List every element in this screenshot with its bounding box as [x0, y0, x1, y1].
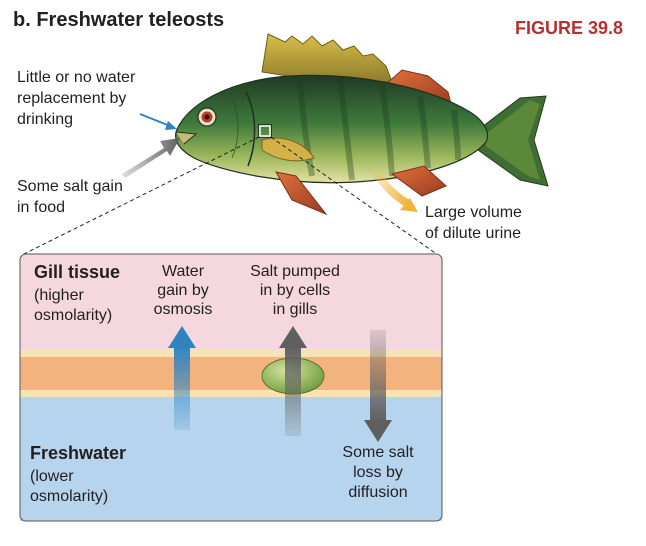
salt-pumped-arrow — [279, 326, 307, 436]
zoom-lines — [21, 136, 439, 256]
urine-label: Large volume of dilute urine — [425, 204, 522, 242]
figure-title: b. Freshwater teleosts — [13, 9, 225, 31]
water-gain-label: Water gain by osmosis — [153, 263, 213, 318]
water-gain-arrow — [168, 326, 196, 430]
pelvic-fin — [275, 171, 328, 216]
drinking-label: Little or no water replacement by drinki… — [17, 69, 136, 128]
fish-body — [175, 74, 489, 184]
membrane-top-edge — [20, 350, 442, 357]
salt-food-arrow — [122, 138, 180, 178]
freshwater-subtitle: (lower osmolarity) — [30, 468, 109, 505]
figure-label: FIGURE 39.8 — [515, 18, 624, 38]
membrane-bottom-edge — [20, 390, 442, 397]
freshwater-heading: Freshwater — [30, 443, 127, 463]
drinking-arrow — [139, 113, 177, 130]
dorsal-fin — [261, 33, 393, 83]
gill-inset-panel — [19, 253, 443, 522]
gill-tissue-subtitle: (higher osmolarity) — [34, 287, 113, 324]
urine-arrow — [372, 169, 418, 212]
anal-fin — [390, 165, 447, 197]
gill-tissue-heading: Gill tissue — [34, 262, 121, 282]
salt-pumped-label: Salt pumped in by cells in gills — [250, 263, 340, 318]
salt-loss-label: Some salt loss by diffusion — [342, 444, 414, 501]
salt-loss-arrow — [364, 330, 392, 442]
fish-illustration — [175, 33, 549, 216]
gill-locator-box — [259, 125, 271, 137]
salt-food-label: Some salt gain in food — [17, 178, 123, 216]
